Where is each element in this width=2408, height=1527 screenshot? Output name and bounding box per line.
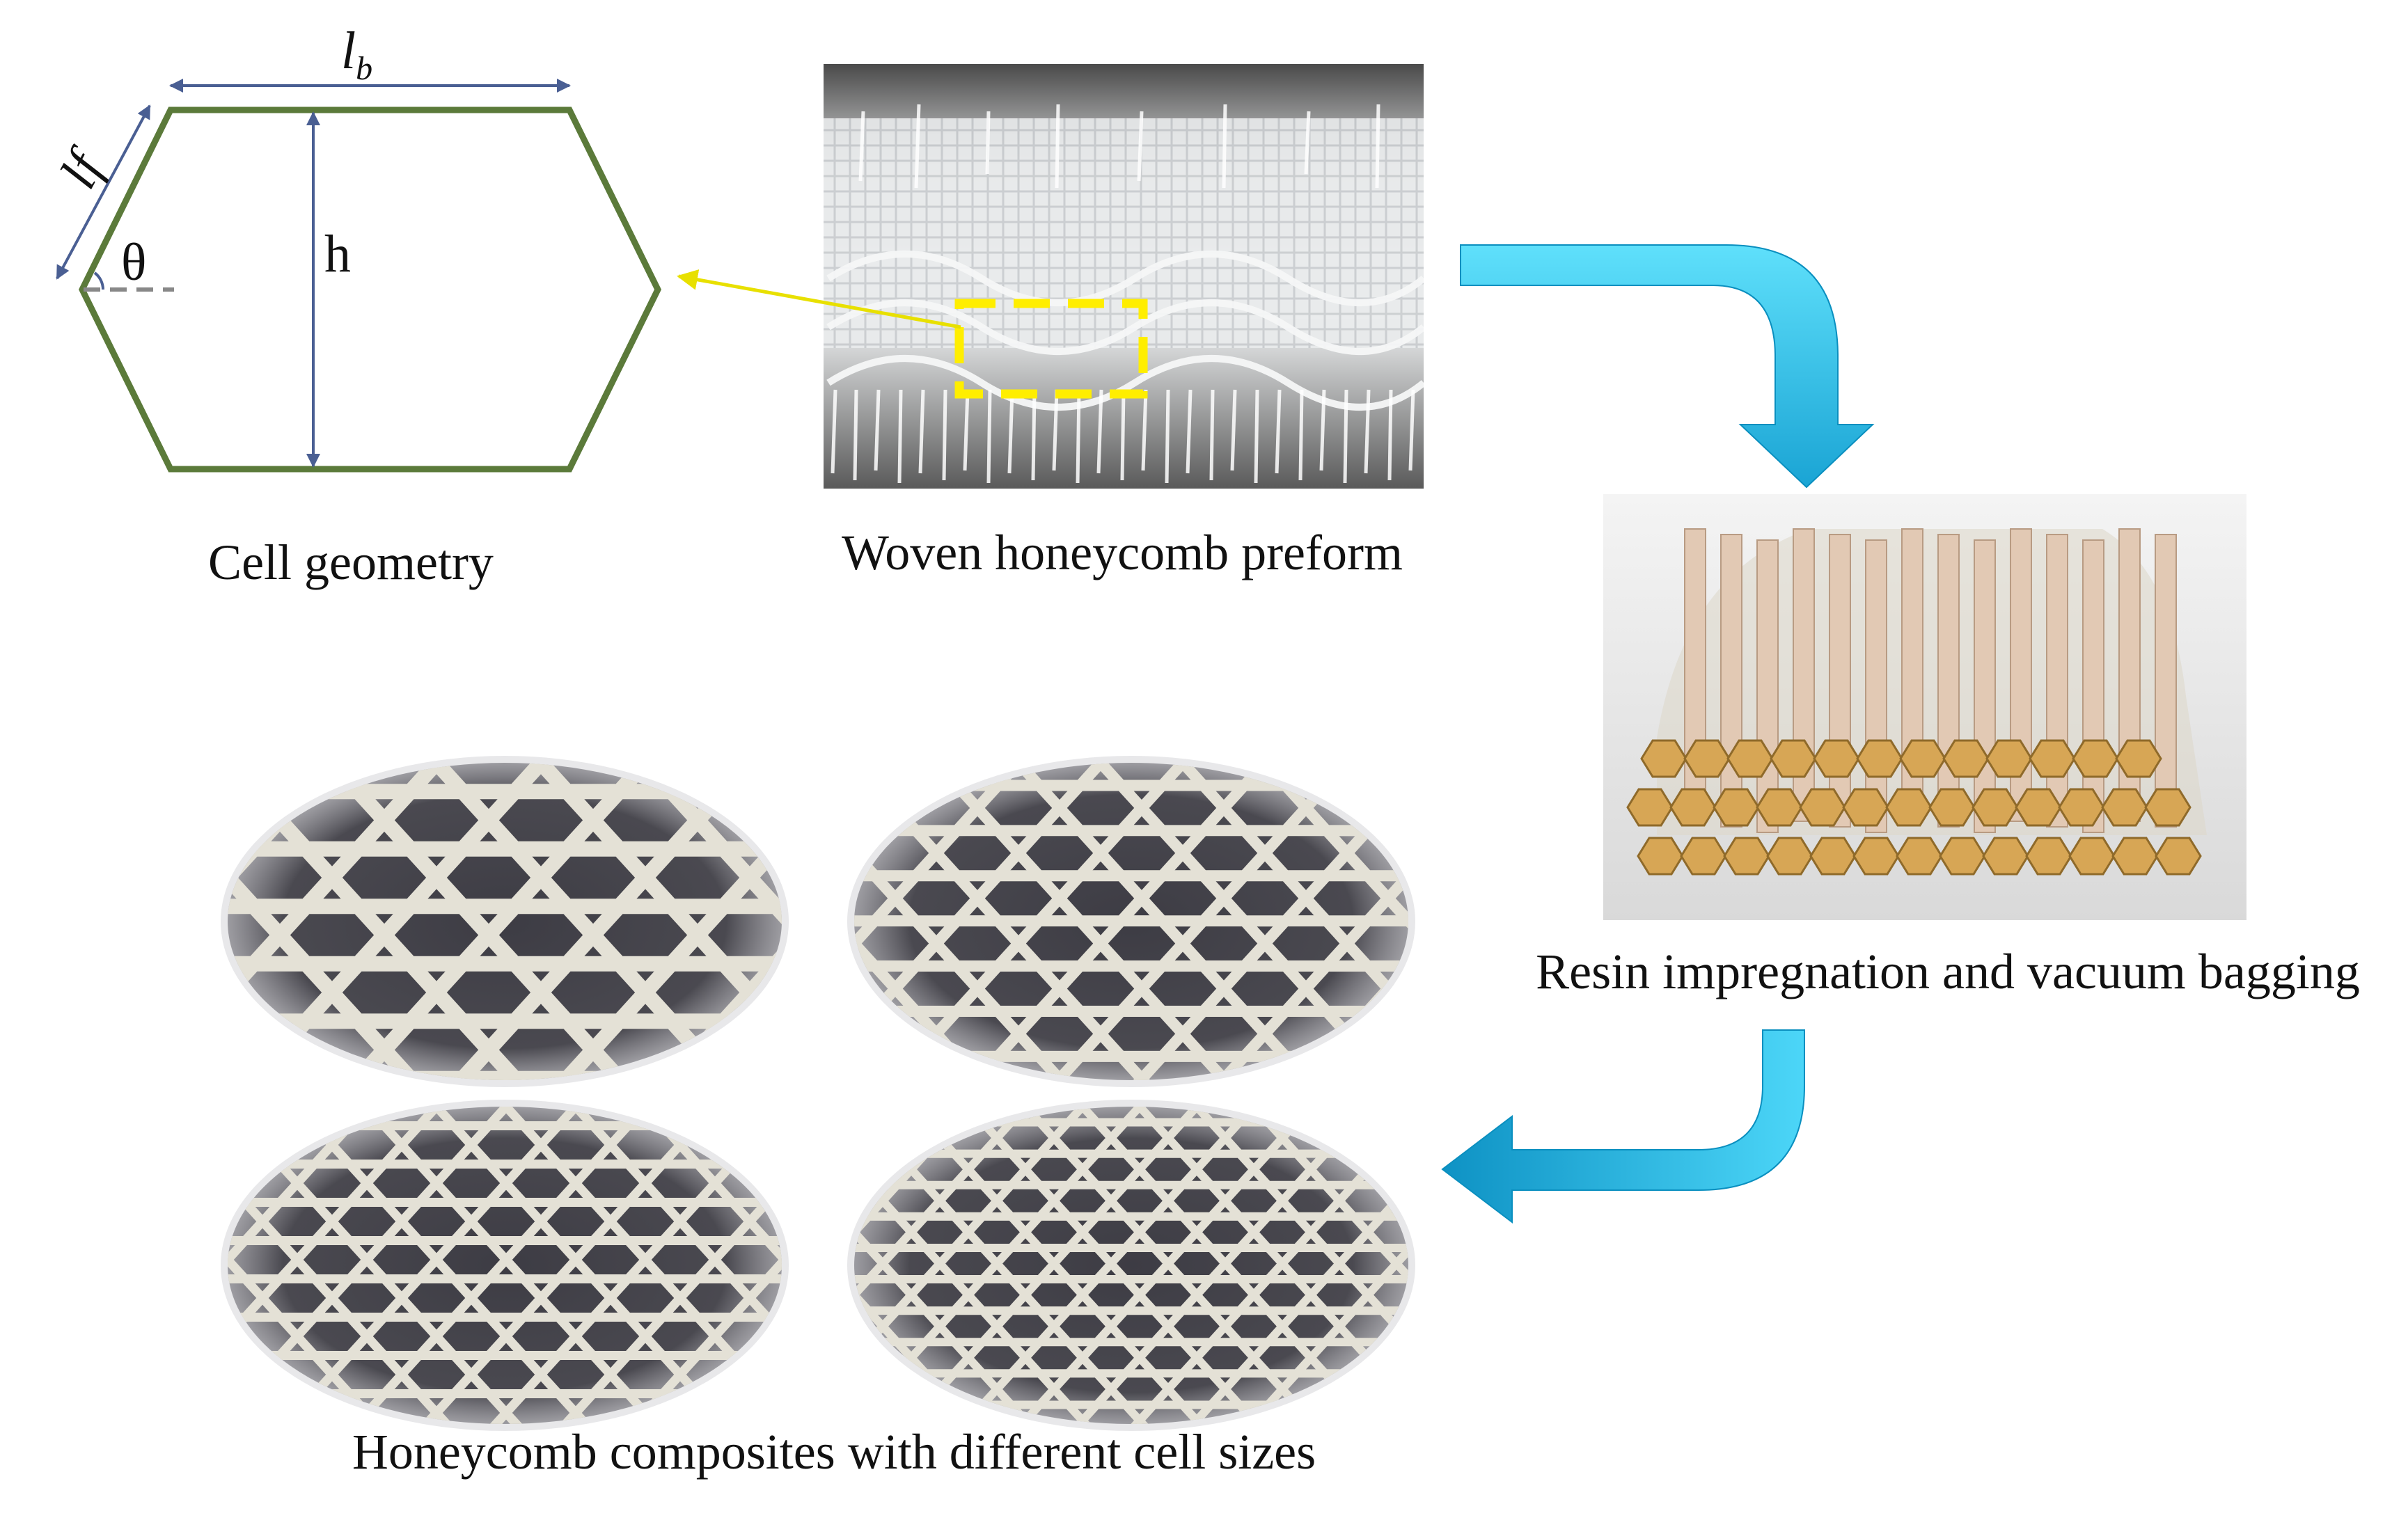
lf-dimension-arrow — [56, 104, 151, 280]
rod-bundle — [1626, 528, 2202, 876]
cell-geometry-caption: Cell geometry — [208, 535, 494, 590]
cell-geometry-diagram: lb lf θ h Cell geometry — [49, 22, 662, 590]
honeycomb-composites: Honeycomb composites with different cell… — [221, 756, 1415, 1480]
bagging-caption: Resin impregnation and vacuum bagging — [1536, 944, 2360, 999]
woven-preform-photo: Woven honeycomb preform — [677, 64, 1424, 580]
flow-arrow-left — [1441, 1029, 1805, 1224]
h-label: h — [324, 225, 351, 283]
composite-sample-2 — [847, 756, 1415, 1087]
flow-arrow-down — [1460, 244, 1875, 489]
vacuum-bagging-photo: Resin impregnation and vacuum bagging — [1536, 494, 2360, 999]
theta-label: θ — [121, 233, 146, 292]
preform-highlight-box — [954, 299, 1148, 399]
preform-pointer-arrow — [677, 269, 961, 329]
hexagon-cell-outline — [78, 106, 662, 473]
lb-label: lb — [341, 22, 372, 87]
preform-caption: Woven honeycomb preform — [842, 525, 1403, 580]
theta-angle-arc — [93, 271, 104, 290]
composites-caption: Honeycomb composites with different cell… — [352, 1424, 1316, 1480]
